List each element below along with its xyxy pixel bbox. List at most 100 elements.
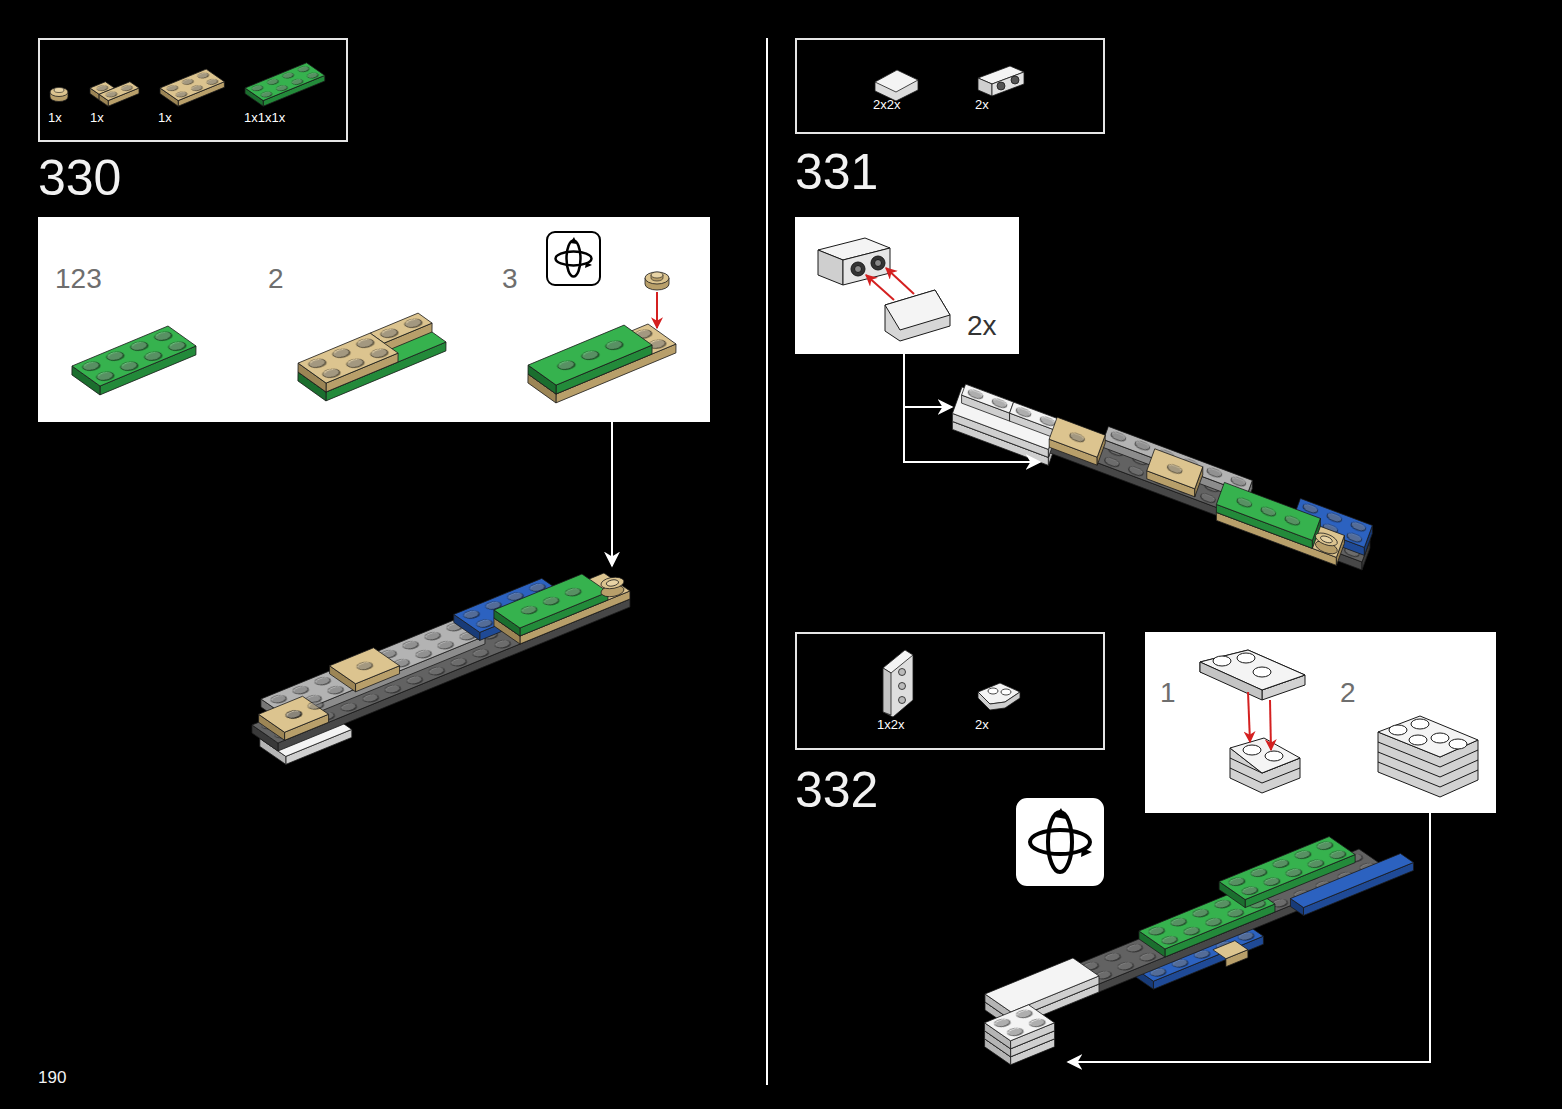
part-wedge-plate — [1200, 662, 1262, 700]
leader-arrow — [904, 406, 952, 408]
model-assembly — [604, 579, 621, 588]
part-plate — [245, 63, 325, 101]
model-assembly — [985, 1005, 1055, 1041]
part-plate — [160, 69, 224, 101]
parts-list-box: 1x2x2x — [795, 632, 1105, 750]
model-assembly — [487, 573, 638, 644]
inset-ground — [38, 217, 710, 422]
model-assembly — [977, 1005, 1062, 1049]
rotate-icon — [1015, 797, 1105, 887]
part-wedge-plate — [899, 683, 906, 690]
part-bracket — [818, 250, 843, 285]
sub-step-image — [512, 318, 684, 403]
rotate-icon — [1081, 848, 1092, 857]
part-wedge-plate — [883, 650, 913, 673]
model-assembly — [985, 1005, 1055, 1041]
model-assembly — [1206, 941, 1256, 967]
sub-step-image — [290, 333, 406, 392]
part-bracket — [997, 82, 1005, 90]
part-bracket — [1011, 76, 1019, 84]
sub-step-image — [370, 313, 432, 343]
part-wedge-plate — [883, 668, 891, 715]
model-assembly — [1314, 530, 1339, 548]
part-wedge-stack — [1431, 733, 1449, 743]
rotate-icon — [1048, 812, 1072, 872]
model-assembly — [1026, 414, 1370, 562]
part-wedge-plate — [1200, 650, 1305, 700]
sub-step-inset: 2x — [795, 217, 1019, 354]
model-assembly — [597, 575, 628, 591]
parts-list-box: 1x1x1x1x1x1x — [38, 38, 348, 142]
sub-step-number: 2 — [268, 263, 284, 295]
part-wedge-stack — [1378, 716, 1478, 797]
part-wedge-plate — [978, 683, 1020, 710]
placement-arrow — [656, 292, 658, 328]
part-bracket — [855, 266, 862, 273]
model-assembly — [511, 583, 590, 619]
part-slope — [875, 70, 918, 92]
sub-step-inset: 12 — [1145, 632, 1496, 813]
model-assembly — [1144, 449, 1205, 497]
rotate-icon — [1030, 830, 1090, 854]
part-bracket — [875, 260, 882, 267]
part-corner-plate — [94, 82, 144, 107]
part-corner-plate — [99, 82, 139, 101]
sub-step-number: 3 — [502, 263, 518, 295]
sub-step-image — [282, 313, 462, 401]
part-slope — [885, 290, 950, 330]
part-round-plate — [651, 272, 663, 278]
page-divider — [766, 38, 768, 1085]
sub-step-image — [370, 313, 432, 343]
part-plate — [240, 63, 330, 106]
quantity-label: 1x — [158, 111, 172, 126]
part-wedge-stack — [1389, 725, 1407, 735]
model-assembly — [347, 657, 382, 675]
page-number: 190 — [38, 1068, 66, 1088]
quantity-label: 2x2x — [873, 98, 900, 113]
model-assembly — [1047, 417, 1108, 465]
part-wedge-plate — [1213, 656, 1231, 666]
sub-step-image — [547, 335, 633, 375]
model-assembly — [254, 618, 493, 725]
part-wedge-plate — [1237, 653, 1255, 663]
part-wedge-stack — [1449, 739, 1467, 749]
part-slope — [885, 290, 950, 341]
part-bracket — [992, 72, 1024, 96]
sub-step-image — [298, 333, 398, 383]
model-assembly — [1161, 459, 1189, 479]
part-wedge-stack — [1230, 738, 1300, 793]
sub-step-image — [72, 326, 196, 386]
model-assembly — [959, 384, 1016, 421]
leader-arrow — [611, 422, 613, 566]
model-assembly — [330, 648, 400, 684]
model-assembly — [1063, 427, 1091, 447]
model-assembly — [1219, 837, 1355, 900]
model-assembly — [1212, 837, 1363, 908]
part-round-plate — [50, 88, 68, 102]
inset-ground — [795, 217, 1019, 354]
model-assembly — [1219, 837, 1355, 900]
step-number: 330 — [38, 150, 121, 208]
model-assembly — [985, 958, 1099, 1012]
quantity-label: 1x1x1x — [244, 111, 285, 126]
part-wedge-plate — [988, 688, 998, 694]
model-assembly — [962, 384, 1014, 413]
model-assembly — [1216, 482, 1320, 540]
quantity-label: 1x2x — [877, 718, 904, 733]
placement-arrow — [886, 268, 914, 294]
sub-step-number: 123 — [55, 263, 102, 295]
quantity-label: 1x — [90, 111, 104, 126]
model-assembly — [494, 574, 608, 628]
model-assembly — [276, 696, 333, 723]
rotate-icon — [585, 262, 592, 268]
part-wedge-stack — [1243, 745, 1261, 755]
model-assembly — [922, 825, 1448, 1065]
part-wedge-plate — [1001, 689, 1011, 695]
sub-step-image — [64, 326, 204, 395]
part-bracket — [843, 248, 890, 285]
part-wedge-stack — [1378, 716, 1478, 757]
leader-arrow — [904, 354, 1040, 462]
model-assembly — [1213, 941, 1248, 959]
parts-list-box: 2x2x2x — [795, 38, 1105, 134]
